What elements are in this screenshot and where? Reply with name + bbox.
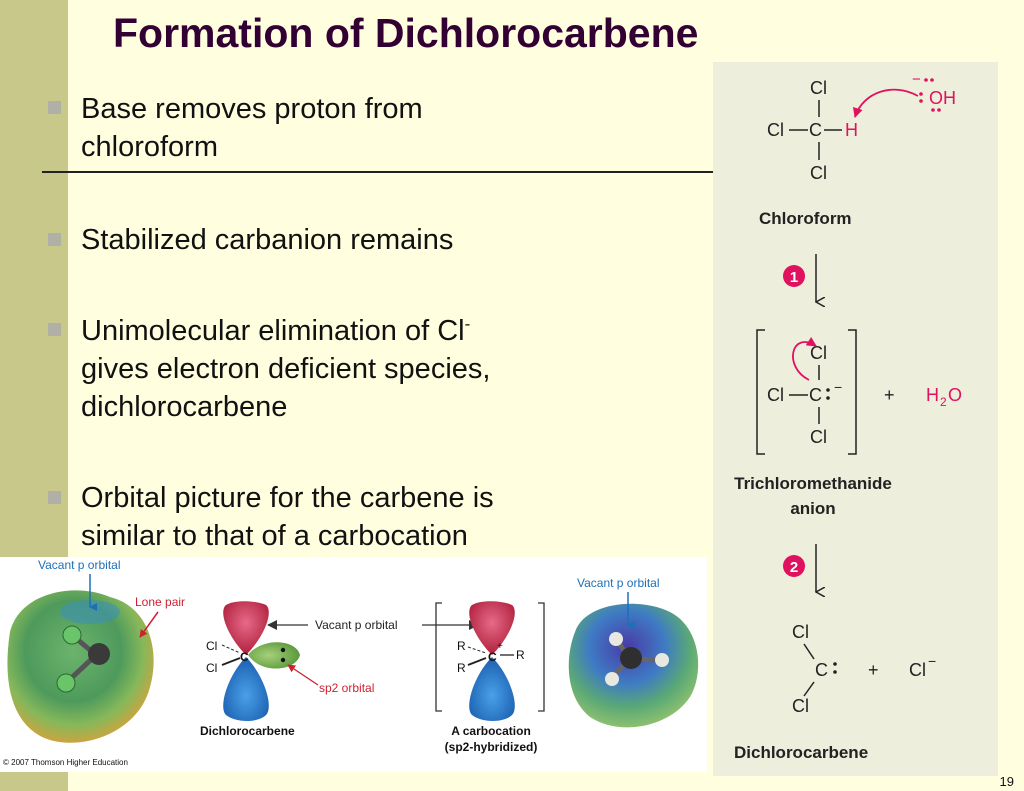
title-divider: [42, 171, 714, 173]
mechanism-diagram: Cl Cl C H Cl OH − Chloroform 1 Cl: [734, 71, 962, 762]
svg-text:Cl: Cl: [792, 622, 809, 642]
dichlorocarbene-caption: Dichlorocarbene: [200, 724, 295, 738]
vacant-p-orbital-label: Vacant p orbital: [577, 576, 660, 590]
svg-text:C: C: [240, 650, 249, 664]
vacant-p-orbital-center-label: Vacant p orbital: [315, 618, 398, 632]
svg-text:H: H: [926, 385, 939, 405]
bullet-3-line-3: dichlorocarbene: [81, 391, 288, 423]
svg-text:2: 2: [940, 395, 947, 409]
atom-cl: Cl: [810, 427, 827, 447]
bullet-marker: [48, 491, 61, 504]
step-1-number: 1: [790, 269, 798, 286]
mechanism-panel: Cl Cl C H Cl OH − Chloroform 1 Cl: [713, 62, 998, 776]
bullet-3: Unimolecular elimination of Cl- gives el…: [81, 312, 490, 426]
atom-h: H: [845, 120, 858, 140]
step-2-badge: [783, 555, 805, 577]
slide-title: Formation of Dichlorocarbene: [113, 10, 699, 56]
trichloromethanide-structure: Cl Cl C − Cl: [756, 329, 857, 455]
svg-text:C: C: [488, 650, 497, 664]
svg-text:+: +: [497, 641, 503, 652]
negative-charge-icon: −: [912, 71, 921, 88]
svg-text:C: C: [815, 660, 828, 680]
pointer-arrow-icon: [139, 611, 159, 638]
bullet-2-line-1: Stabilized carbanion remains: [81, 224, 454, 256]
bullet-4: Orbital picture for the carbene is simil…: [81, 479, 494, 555]
atom-cl: Cl: [810, 163, 827, 183]
svg-text:R: R: [457, 661, 466, 675]
svg-text:R: R: [516, 648, 525, 662]
negative-charge-icon: −: [928, 653, 936, 669]
atom-cl: Cl: [767, 385, 784, 405]
carbocation-caption: A carbocation: [451, 724, 531, 738]
bullet-marker: [48, 233, 61, 246]
curved-arrow-icon: [852, 88, 919, 118]
bullet-3-line-2: gives electron deficient species,: [81, 353, 491, 385]
bullet-marker: [48, 101, 61, 114]
dichlorocarbene-potential-map: [7, 590, 154, 743]
water-product: H 2 O: [926, 385, 962, 409]
bullet-4-line-2: similar to that of a carbocation: [81, 520, 468, 552]
bullet-3-line-1-text: Unimolecular elimination of Cl: [81, 315, 465, 347]
bullet-1: Base removes proton from chloroform: [81, 90, 423, 166]
atom-oh: OH: [929, 88, 956, 108]
svg-text:Cl: Cl: [206, 661, 217, 675]
bullet-3-line-1: Unimolecular elimination of Cl-: [81, 312, 490, 350]
atom-cl: Cl: [810, 343, 827, 363]
bullet-2: Stabilized carbanion remains: [81, 221, 453, 259]
curved-arrow-icon: [792, 336, 817, 381]
chloroform-label: Chloroform: [759, 209, 852, 228]
svg-text:Cl: Cl: [909, 660, 926, 680]
bullet-1-line-1: Base removes proton from: [81, 93, 423, 125]
vacant-p-orbital-label: Vacant p orbital: [38, 558, 121, 572]
carbene-orbital-drawing: Cl Cl C: [206, 601, 300, 721]
svg-text:+: +: [868, 660, 879, 680]
atom-cl: Cl: [810, 78, 827, 98]
carbocation-orbital-drawing: R R C + R: [435, 601, 545, 721]
bracket-right: [848, 329, 857, 455]
product-label: Dichlorocarbene: [734, 743, 868, 762]
hydroxide-reagent: OH −: [912, 71, 956, 112]
svg-text:Cl: Cl: [206, 639, 217, 653]
anion-label-line-1: Trichloromethanide: [734, 474, 892, 493]
bullet-4-line-1: Orbital picture for the carbene is: [81, 482, 494, 514]
step-2-number: 2: [790, 559, 798, 576]
pointer-arrow-icon: [287, 664, 319, 686]
svg-text:O: O: [948, 385, 962, 405]
chloroform-structure: Cl Cl C H Cl: [767, 78, 858, 183]
anion-label-line-2: anion: [790, 499, 835, 518]
bullet-marker: [48, 323, 61, 336]
negative-charge-icon: −: [834, 379, 842, 395]
page-number: 19: [999, 774, 1014, 789]
chloride-charge: -: [464, 314, 471, 334]
atom-c: C: [809, 120, 822, 140]
dichlorocarbene-structure: Cl C Cl + Cl −: [792, 622, 936, 716]
copyright-notice: © 2007 Thomson Higher Education: [3, 758, 128, 767]
sp2-orbital-label: sp2 orbital: [319, 681, 374, 695]
bullet-1-line-2: chloroform: [81, 131, 218, 163]
step-1-badge: [783, 265, 805, 287]
carbocation-subcaption: (sp2-hybridized): [445, 740, 538, 754]
lone-pair-label: Lone pair: [135, 595, 185, 609]
atom-cl: Cl: [767, 120, 784, 140]
svg-text:Cl: Cl: [792, 696, 809, 716]
plus-sign: +: [884, 385, 895, 405]
orbital-figure: Vacant p orbital Lone pair Cl Cl C Vacan…: [0, 557, 707, 772]
atom-c: C: [809, 385, 822, 405]
svg-text:R: R: [457, 639, 466, 653]
bracket-left: [756, 329, 765, 455]
carbocation-potential-map: [568, 603, 699, 728]
orbital-diagram: Vacant p orbital Lone pair Cl Cl C Vacan…: [3, 558, 699, 767]
